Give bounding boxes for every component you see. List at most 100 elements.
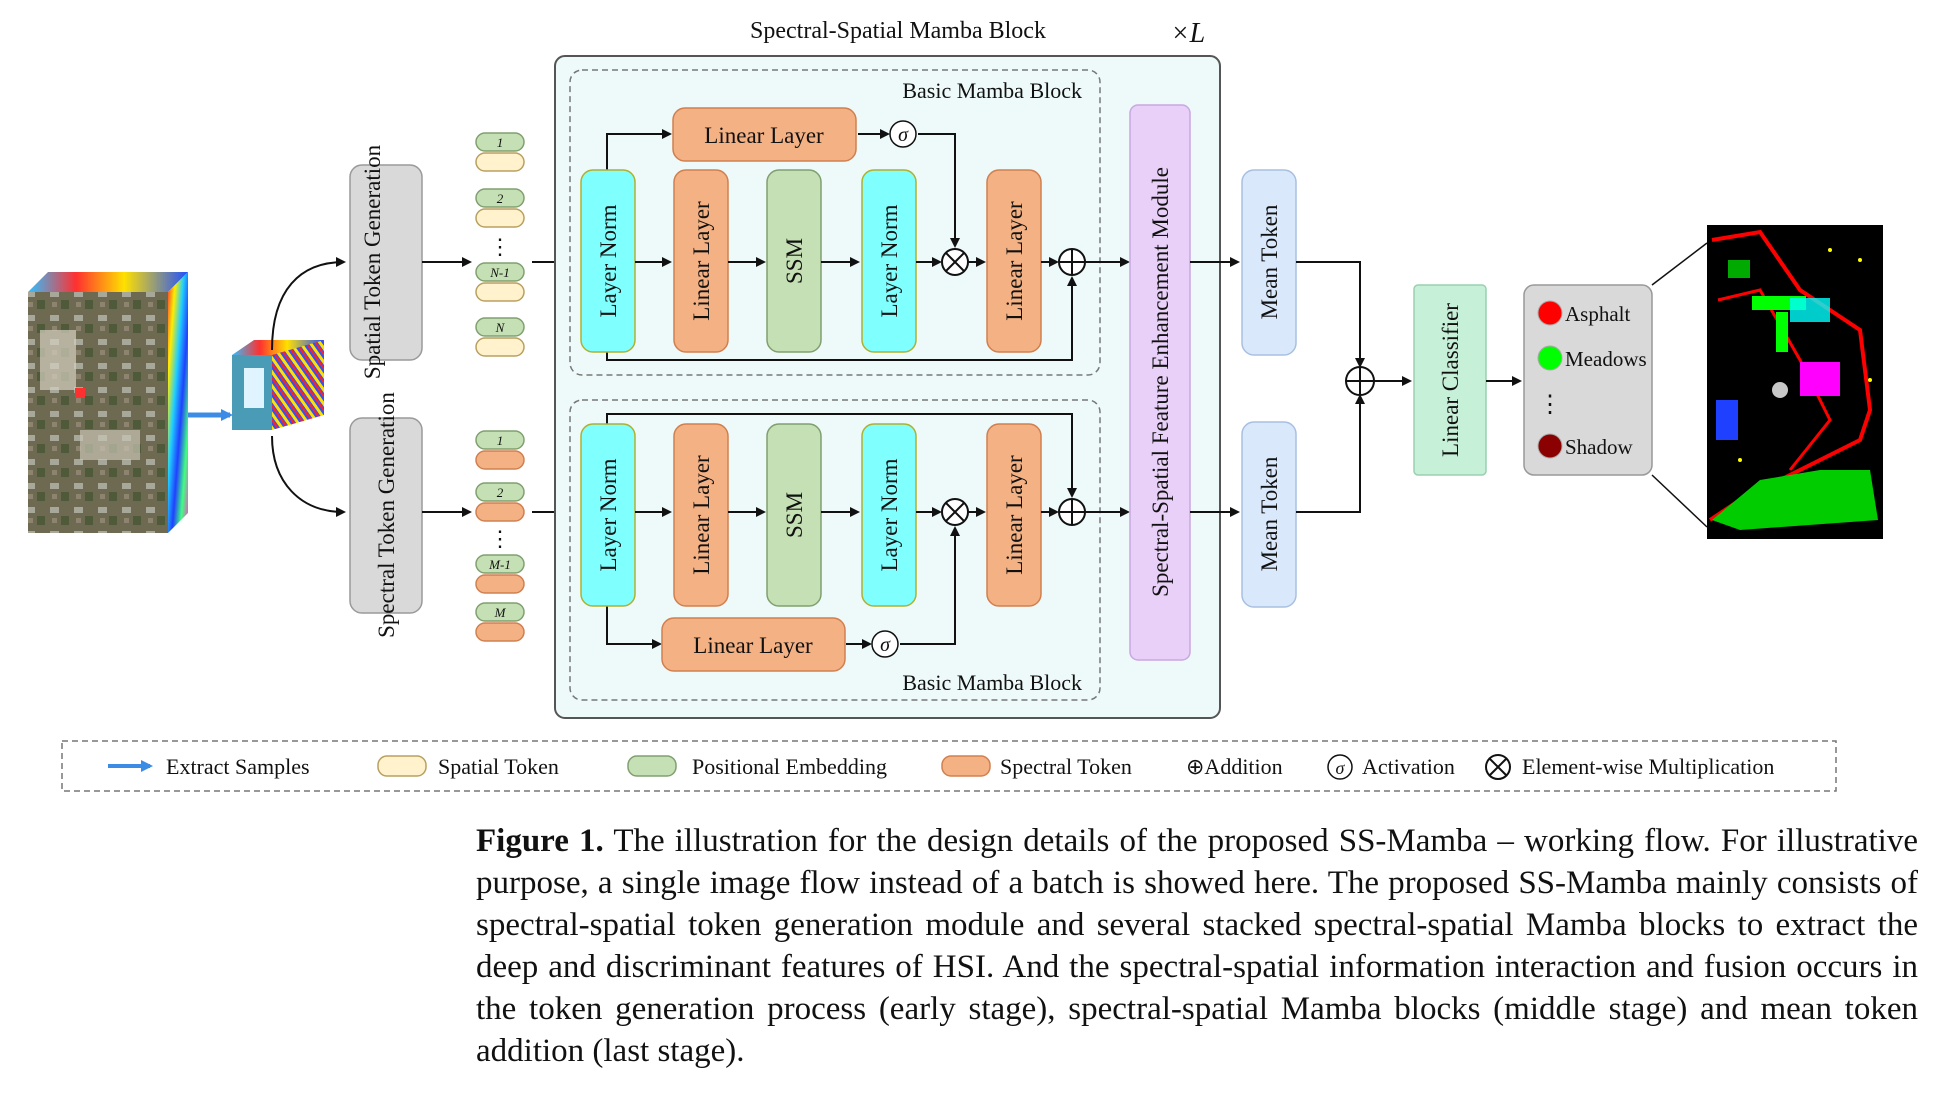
class-dot-meadows [1537,345,1563,371]
spectral-token-id-4: M [494,605,507,620]
mean-token-lower: Mean Token [1241,421,1297,608]
multiply-symbol-1 [941,248,969,276]
layer-norm-4: Layer Norm [861,423,917,607]
hsi-cube [28,272,188,533]
activation-symbol-lower: σ [871,630,899,658]
spatial-token-id-3: N-1 [489,265,510,280]
svg-text:SSM: SSM [782,492,807,538]
svg-text:Spectral Token Generation: Spectral Token Generation [374,392,399,638]
linear-layer-1: Linear Layer [673,169,729,353]
class-label-asphalt: Asphalt [1565,302,1630,326]
spatial-token-4 [475,337,525,357]
caption-label: Figure 1. [476,823,604,859]
class-label-meadows: Meadows [1565,347,1647,371]
svg-text:Layer Norm: Layer Norm [877,204,902,317]
spectral-token-3 [475,574,525,594]
linear-layer-4: Linear Layer [986,423,1042,607]
spatial-positional-3 [475,262,525,282]
spatial-token-id-4: N [495,320,506,335]
legend-positional-label: Positional Embedding [692,754,887,779]
class-dot-shadow [1537,433,1563,459]
spectral-spatial-mamba-block [554,55,1221,719]
spectral-ellipsis: ⋮ [489,526,511,551]
basic-mamba-block-upper: Basic Mamba Block Layer Norm Linear Laye… [569,69,1130,376]
linear-layer-gate: Linear Layer [672,107,857,162]
layer-norm-2: Layer Norm [861,169,917,353]
svg-text:⋮: ⋮ [1538,392,1562,418]
svg-text:Mean Token: Mean Token [1257,204,1282,319]
spectral-token-generation: Spectral Token Generation [349,392,423,638]
spectral-token-1 [475,450,525,470]
add-symbol-1 [1058,248,1086,276]
linear-layer-2: Linear Layer [986,169,1042,353]
layer-norm-3: Layer Norm [580,423,636,607]
legend-extract-label: Extract Samples [166,754,310,779]
spatial-token-id-1: 1 [497,135,504,150]
spectral-token-id-2: 2 [497,485,504,500]
svg-text:Linear Classifier: Linear Classifier [1438,303,1463,457]
spatial-token-2 [475,208,525,228]
spatial-token-1 [475,152,525,172]
legend-spectral-swatch [941,755,991,777]
svg-text:Mean Token: Mean Token [1257,456,1282,571]
spatial-positional-4 [475,317,525,337]
caption-text: The illustration for the design details … [476,823,1918,1069]
activation-symbol: σ [889,120,917,148]
svg-text:Basic Mamba Block: Basic Mamba Block [902,670,1082,695]
svg-text:Linear Layer: Linear Layer [689,455,714,575]
svg-text:Layer Norm: Layer Norm [596,204,621,317]
spatial-token-generation: Spatial Token Generation [349,144,423,379]
legend-spatial-label: Spatial Token [438,754,559,779]
add-symbol-2 [1058,498,1086,526]
basic-mamba-block-lower: Basic Mamba Block Layer Norm Linear Laye… [569,399,1130,701]
svg-text:Linear Layer: Linear Layer [693,633,813,658]
svg-text:Layer Norm: Layer Norm [596,458,621,571]
classification-map [1707,225,1883,539]
legend-multiply-symbol [1485,754,1511,780]
linear-classifier: Linear Classifier [1413,284,1487,476]
svg-text:Linear Layer: Linear Layer [1002,201,1027,321]
spectral-positional-3 [475,554,525,574]
class-dot-asphalt [1537,300,1563,326]
repeat-label: ×L [1171,18,1205,49]
spectral-token-stack: 12M-1M⋮ [475,430,525,642]
svg-text:SSM: SSM [782,238,807,284]
svg-text:Spatial Token Generation: Spatial Token Generation [360,144,385,379]
linear-layer-gate-lower: Linear Layer [661,617,846,672]
spectral-positional-2 [475,482,525,502]
legend-activation-label: Activation [1362,754,1455,779]
svg-text:Linear Layer: Linear Layer [1002,455,1027,575]
figure-caption: Figure 1. The illustration for the desig… [476,820,1918,1072]
mean-token-upper: Mean Token [1241,169,1297,356]
svg-text:Linear Layer: Linear Layer [704,123,824,148]
spectral-positional-1 [475,430,525,450]
svg-text:σ: σ [898,124,909,146]
spectral-token-2 [475,502,525,522]
spatial-ellipsis: ⋮ [489,234,511,259]
spatial-token-id-2: 2 [497,191,504,206]
ssm-1: SSM [766,169,822,353]
add-symbol-final [1345,366,1375,396]
spatial-token-3 [475,282,525,302]
class-list: Asphalt Meadows ⋮ Shadow [1523,284,1653,476]
svg-text:σ: σ [1336,758,1346,778]
spectral-token-4 [475,622,525,642]
legend-activation-symbol [1327,754,1353,780]
sample-patch [232,340,324,430]
legend-addition-label: ⊕Addition [1186,754,1283,779]
legend-positional-swatch [627,755,677,777]
feature-enhancement-module: Spectral-Spatial Feature Enhancement Mod… [1129,104,1191,661]
linear-layer-3: Linear Layer [673,423,729,607]
svg-text:Basic Mamba Block: Basic Mamba Block [902,78,1082,103]
svg-text:Spectral-Spatial Feature Enhan: Spectral-Spatial Feature Enhancement Mod… [1148,167,1173,597]
block-title: Spectral-Spatial Mamba Block [750,18,1046,44]
layer-norm-1: Layer Norm [580,169,636,353]
svg-text:Layer Norm: Layer Norm [877,458,902,571]
class-label-shadow: Shadow [1565,435,1634,459]
legend-spectral-label: Spectral Token [1000,754,1132,779]
legend: Extract Samples Spatial Token Positional… [61,740,1837,792]
spatial-positional-1 [475,132,525,152]
legend-multiplication-label: Element-wise Multiplication [1522,754,1774,779]
spectral-token-id-1: 1 [497,433,504,448]
